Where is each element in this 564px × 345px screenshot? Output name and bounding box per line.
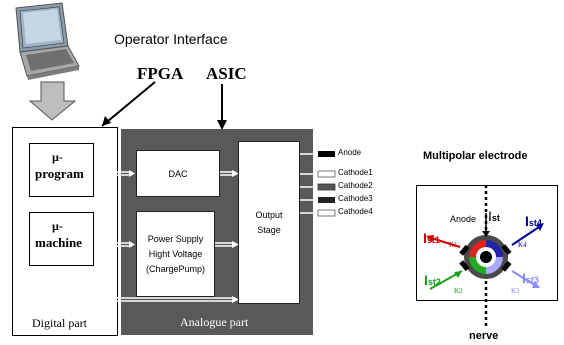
power-supply-line2: Hight Voltage: [148, 248, 203, 259]
mu-program-label-2: program: [35, 166, 84, 181]
k4-label: K4: [518, 241, 527, 249]
mu-machine-label-2: machine: [35, 235, 82, 250]
k2-label: K2: [454, 287, 463, 295]
ist4-sub: st4: [528, 218, 542, 228]
output-stage-line1: Output: [255, 209, 283, 220]
electrode-diagram: [426, 185, 544, 327]
ist-top-main: I: [488, 208, 492, 224]
ist2-main: I: [424, 272, 428, 288]
ist1-main: I: [423, 230, 427, 246]
ist2-label: Ist2: [424, 272, 441, 288]
ist1-sub: st1: [426, 235, 440, 245]
fpga-label: FPGA: [137, 64, 184, 83]
ist3-sub: st3: [525, 275, 539, 285]
dac-box: DAC: [136, 150, 220, 197]
anode-output-label: Anode: [338, 148, 362, 157]
electrode-anode-label: Anode: [450, 214, 477, 224]
ist1-label: Ist1: [423, 230, 440, 246]
analogue-part-label: Analogue part: [180, 315, 249, 329]
k3-label: K3: [511, 287, 520, 295]
ist-top-sub: st: [491, 213, 500, 223]
mu-machine-label-1: µ-: [52, 219, 63, 233]
output-stage-box: Output Stage: [238, 141, 300, 304]
cathode2-output-label: Cathode2: [338, 181, 373, 190]
ist2-sub: st2: [427, 277, 441, 287]
digital-part-label: Digital part: [32, 316, 87, 330]
k1-label: K1: [449, 241, 458, 249]
output-stage-line2: Stage: [257, 224, 281, 235]
asic-label: ASIC: [206, 64, 247, 83]
operator-interface-label: Operator Interface: [114, 31, 228, 47]
ist4-label: Ist4: [525, 213, 542, 229]
mu-machine-box: [29, 212, 94, 266]
laptop-icon: [15, 2, 80, 80]
dac-label: DAC: [168, 168, 188, 179]
power-supply-box: Power Supply Hight Voltage (ChargePump): [136, 211, 215, 297]
ist3-label: Ist3: [522, 270, 539, 286]
electrode-title: Multipolar electrode: [423, 150, 528, 162]
ist3-main: I: [522, 270, 526, 286]
power-supply-line1: Power Supply: [147, 233, 204, 244]
cathode3-output-label: Cathode3: [338, 194, 373, 203]
cathode4-output-label: Cathode4: [338, 207, 373, 216]
mu-program-label-1: µ-: [52, 150, 63, 164]
nerve-label: nerve: [469, 330, 499, 342]
mu-program-box: [29, 143, 94, 197]
ist-top-label: Ist: [488, 208, 500, 224]
power-supply-line3: (ChargePump): [145, 263, 206, 274]
ist4-main: I: [525, 213, 529, 229]
cathode1-output-label: Cathode1: [338, 168, 373, 177]
